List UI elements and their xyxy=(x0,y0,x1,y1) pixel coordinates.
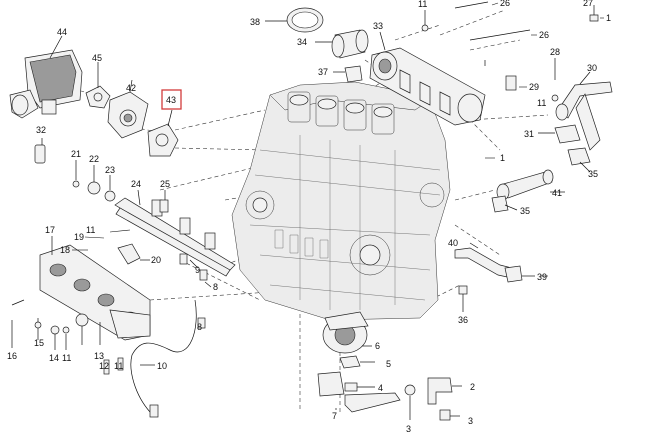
part-30-pipe xyxy=(555,71,613,151)
part-36-bolt xyxy=(458,285,468,312)
callout-13: 13 xyxy=(94,351,104,361)
part-45-gasket xyxy=(85,62,111,109)
part-40-tube xyxy=(454,242,535,283)
part-44-catalyst xyxy=(9,35,83,119)
callout-40: 40 xyxy=(448,238,458,248)
callout-11: 11 xyxy=(418,0,427,9)
callout-5: 5 xyxy=(386,359,391,369)
callout-33: 33 xyxy=(373,21,383,31)
callout-25: 25 xyxy=(160,179,170,189)
callout-1: 1 xyxy=(606,13,611,23)
part-17-manifold xyxy=(39,236,151,341)
callout-11: 11 xyxy=(114,361,123,371)
callout-18: 18 xyxy=(60,245,70,255)
engine-block xyxy=(231,81,451,321)
part-33-egr-cooler xyxy=(369,31,486,126)
top-bolts xyxy=(421,1,599,102)
callout-11: 11 xyxy=(537,98,546,108)
block-detail xyxy=(249,135,441,310)
callout-6: 6 xyxy=(375,341,380,351)
lower-left-fasteners xyxy=(11,299,124,375)
callout-42: 42 xyxy=(126,83,136,93)
callout-38: 38 xyxy=(250,17,260,27)
part-3-clamps xyxy=(404,384,460,421)
part-37-gasket xyxy=(333,65,363,83)
callout-10: 10 xyxy=(157,361,167,371)
part-24-rail xyxy=(114,189,236,277)
callout-23: 23 xyxy=(105,165,115,175)
callout-11: 11 xyxy=(86,225,95,235)
part-5-4-gaskets xyxy=(317,355,375,397)
cylinder-heads xyxy=(287,91,395,135)
callout-39: 39 xyxy=(537,272,547,282)
callout-12: 12 xyxy=(99,361,109,371)
highlight-box xyxy=(161,89,182,110)
callout-14: 14 xyxy=(49,353,59,363)
part-34-sleeve xyxy=(315,29,369,59)
callout-27: 27 xyxy=(583,0,593,8)
part-6-turbo xyxy=(322,311,372,354)
part-42-adapter xyxy=(107,79,149,139)
part-7-pipe xyxy=(335,392,401,413)
callout-8: 8 xyxy=(213,282,218,292)
callout-17: 17 xyxy=(45,225,55,235)
part-38-clamp xyxy=(265,7,324,33)
callout-43: 43 xyxy=(166,95,176,105)
callout-30: 30 xyxy=(587,63,597,73)
callout-29: 29 xyxy=(529,82,539,92)
callouts: 38 33 11 26 27 1 44 34 26 45 28 30 42 43… xyxy=(7,0,611,434)
part-43-gasket xyxy=(147,109,179,157)
callout-22: 22 xyxy=(89,154,99,164)
callout-37: 37 xyxy=(318,67,328,77)
callout-21: 21 xyxy=(71,149,81,159)
part-32-sensor xyxy=(34,138,46,164)
callout-15: 15 xyxy=(34,338,44,348)
callout-26: 26 xyxy=(500,0,510,8)
callout-1: 1 xyxy=(500,153,505,163)
part-10-harness xyxy=(130,299,197,418)
callout-31: 31 xyxy=(524,129,534,139)
callout-34: 34 xyxy=(297,37,307,47)
callout-35: 35 xyxy=(588,169,598,179)
callout-4: 4 xyxy=(378,383,383,393)
callout-28: 28 xyxy=(550,47,560,57)
callout-7: 7 xyxy=(332,411,337,421)
callout-3: 3 xyxy=(406,424,411,434)
callout-36: 36 xyxy=(458,315,468,325)
leader-lines xyxy=(72,2,604,288)
callout-45: 45 xyxy=(92,53,102,63)
callout-19: 19 xyxy=(74,232,84,242)
part-41-tube xyxy=(491,169,565,213)
callout-41: 41 xyxy=(552,188,562,198)
part-2-elbow xyxy=(427,377,462,405)
callout-35: 35 xyxy=(520,206,530,216)
callout-16: 16 xyxy=(7,351,17,361)
part-31-flanges xyxy=(538,124,591,173)
callout-24: 24 xyxy=(131,179,141,189)
callout-32: 32 xyxy=(36,125,46,135)
callout-8: 8 xyxy=(197,322,202,332)
part-9-8-fittings xyxy=(179,253,208,329)
callout-44: 44 xyxy=(57,27,67,37)
part-25-clip xyxy=(159,190,169,213)
callout-3: 3 xyxy=(468,416,473,426)
callout-9: 9 xyxy=(195,265,200,275)
callout-11: 11 xyxy=(62,353,71,363)
part-21-23-fittings xyxy=(72,160,116,202)
callout-20: 20 xyxy=(151,255,161,265)
callout-2: 2 xyxy=(470,382,475,392)
callout-26: 26 xyxy=(539,30,549,40)
part-20-gasket xyxy=(117,243,150,265)
